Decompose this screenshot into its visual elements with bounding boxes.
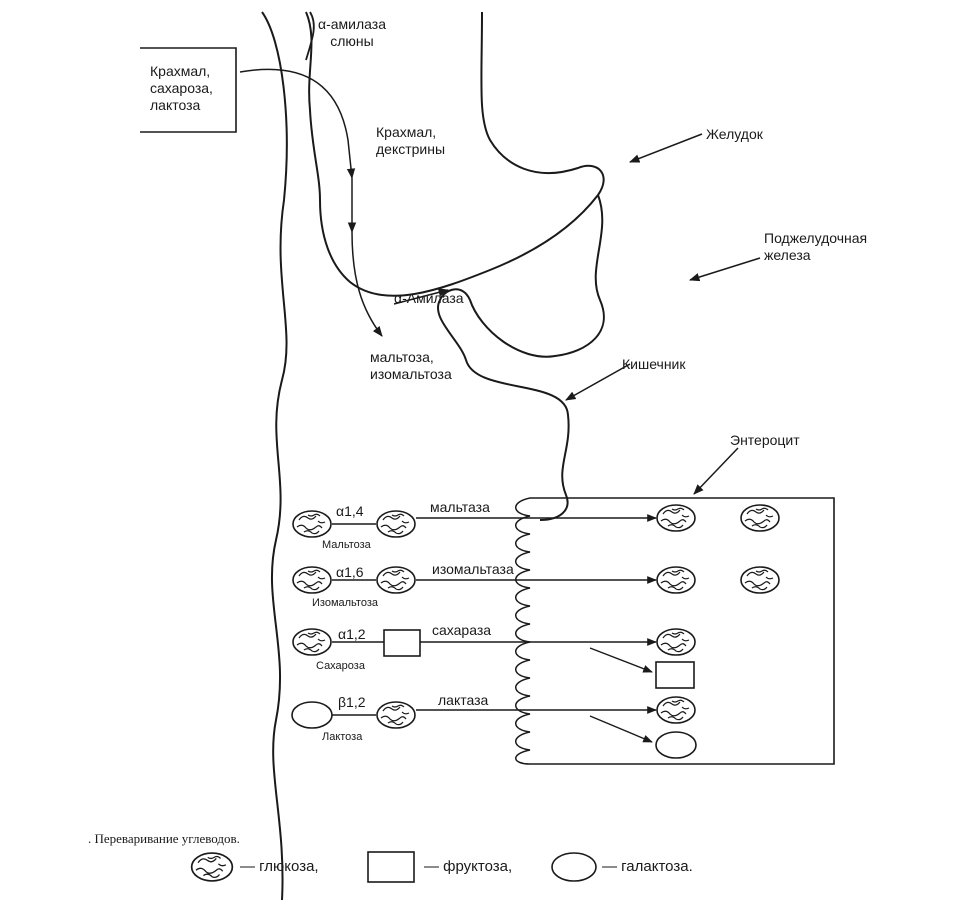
input-bracket — [140, 47, 237, 133]
fructose-icon — [655, 661, 695, 689]
bond-label: β1,2 — [338, 694, 366, 710]
tract-left-wall — [261, 11, 288, 901]
microvilli — [515, 497, 531, 765]
enterocyte-label: Энтероцит — [730, 432, 800, 448]
glucose-icon — [292, 628, 332, 656]
galactose-icon — [291, 701, 333, 729]
tract-right-wall — [305, 11, 605, 297]
intestine-pointer — [565, 363, 631, 401]
legend-galactose-icon — [551, 852, 597, 882]
transport-arrow — [589, 715, 653, 743]
substrate-label: Мальтоза — [322, 539, 371, 551]
legend-fructose-icon — [367, 851, 415, 883]
pancreas-pointer — [688, 257, 761, 282]
glucose-icon — [376, 510, 416, 538]
glucose-icon — [292, 566, 332, 594]
substrate-label: Лактоза — [322, 731, 363, 743]
starch-dextrins-label: Крахмал, декстрины — [376, 124, 446, 157]
glucose-icon — [656, 566, 696, 594]
maltose-isomaltose-label: мальтоза, изомальтоза — [370, 349, 452, 382]
enzyme-label: сахараза — [432, 622, 492, 638]
enzyme-label: изомальтаза — [432, 561, 514, 577]
glucose-icon — [656, 696, 696, 724]
legend-galactose-label: — галактоза. — [602, 858, 693, 875]
bond-label: α1,2 — [338, 626, 366, 642]
enterocyte-pointer — [693, 447, 739, 495]
salivary-amylase-label: α-амилаза слюны — [318, 16, 386, 49]
legend-glucose-label: — глюкоза, — [240, 858, 319, 875]
pancreas-label: Поджелудочная железа — [764, 230, 868, 263]
glucose-icon — [292, 510, 332, 538]
fructose-icon — [383, 629, 421, 657]
esophagus-line — [305, 11, 315, 61]
food-path-arrow-3 — [351, 231, 383, 337]
intestine-label: Кишечник — [622, 356, 686, 372]
galactose-icon — [655, 731, 697, 759]
stomach-pointer — [629, 133, 703, 163]
transport-arrow — [589, 647, 653, 673]
glucose-icon — [656, 504, 696, 532]
dietary-carbs-label: Крахмал, сахароза, лактоза — [150, 63, 213, 113]
pancreatic-amylase-label: α-Амилаза — [394, 290, 464, 306]
glucose-icon — [740, 504, 780, 532]
amylase-pointer — [393, 288, 450, 305]
legend-fructose-label: — фруктоза, — [424, 858, 513, 875]
glucose-icon — [740, 566, 780, 594]
food-path-arrow — [239, 68, 356, 180]
glucose-icon — [656, 628, 696, 656]
pancreas-duodenum — [437, 194, 605, 521]
stomach-label: Желудок — [706, 126, 763, 142]
enterocyte-box — [530, 497, 835, 765]
bond-label: α1,4 — [336, 503, 364, 519]
glucose-icon — [376, 701, 416, 729]
glucose-icon — [376, 566, 416, 594]
enzyme-label: лактаза — [438, 692, 489, 708]
substrate-label: Сахароза — [316, 660, 365, 672]
substrate-label: Изомальтоза — [312, 597, 378, 609]
enzyme-label: мальтаза — [430, 499, 490, 515]
legend-glucose-icon — [190, 852, 234, 882]
bond-label: α1,6 — [336, 564, 364, 580]
figure-caption: . Переваривание углеводов. — [88, 831, 240, 846]
